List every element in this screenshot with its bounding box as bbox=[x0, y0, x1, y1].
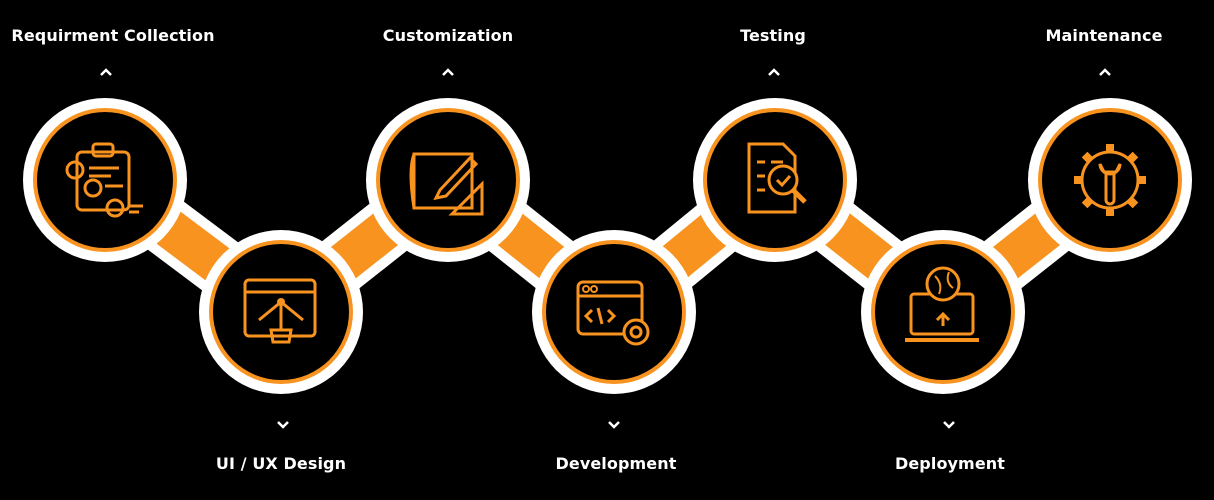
step-label-ui-ux-design: UI / UX Design bbox=[215, 454, 347, 473]
blueprint-pencil-ruler-icon bbox=[409, 152, 484, 216]
step-node-4 bbox=[532, 230, 696, 394]
step-node-6 bbox=[861, 230, 1025, 394]
chevron-up-icon bbox=[442, 68, 454, 76]
step-node-5 bbox=[693, 98, 857, 262]
browser-pen-tool-icon bbox=[243, 278, 317, 344]
step-node-2 bbox=[199, 230, 363, 394]
step-label-testing: Testing bbox=[740, 26, 806, 45]
step-label-customization: Customization bbox=[382, 26, 514, 45]
laptop-globe-upload-icon bbox=[905, 266, 979, 342]
step-label-maintenance: Maintenance bbox=[1045, 26, 1163, 45]
code-window-gear-icon bbox=[576, 280, 650, 346]
chevron-up-icon bbox=[100, 68, 112, 76]
step-label-requirment-collection: Requirment Collection bbox=[11, 26, 215, 45]
chevron-down-icon bbox=[943, 421, 955, 429]
chevron-down-icon bbox=[277, 421, 289, 429]
gear-wrench-icon bbox=[1074, 144, 1146, 216]
clipboard-checklist-icon bbox=[65, 142, 143, 218]
step-label-deployment: Deployment bbox=[894, 454, 1006, 473]
step-node-7 bbox=[1028, 98, 1192, 262]
document-magnifier-check-icon bbox=[747, 142, 807, 214]
step-node-1 bbox=[23, 98, 187, 262]
chevron-up-icon bbox=[1099, 68, 1111, 76]
step-label-development: Development bbox=[555, 454, 677, 473]
chevron-up-icon bbox=[768, 68, 780, 76]
step-node-3 bbox=[366, 98, 530, 262]
chevron-down-icon bbox=[608, 421, 620, 429]
